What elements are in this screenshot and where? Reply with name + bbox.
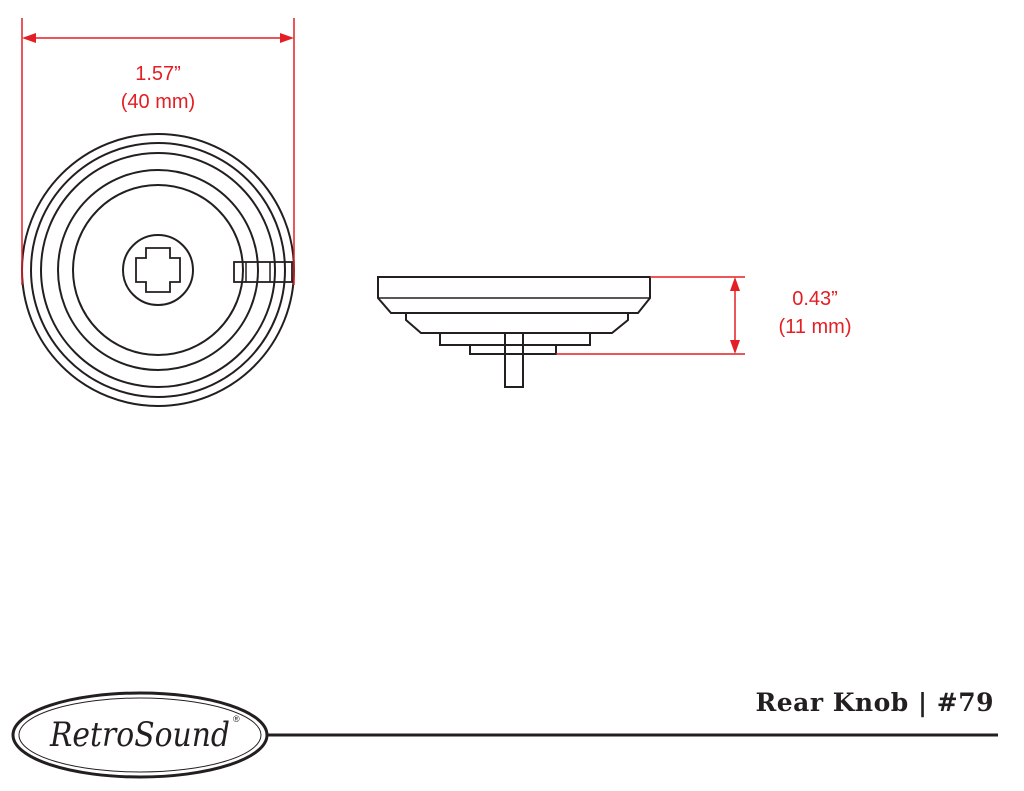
knob-front-view	[21, 133, 295, 407]
knob-side-view	[377, 276, 651, 388]
width-mm-label: (40 mm)	[121, 91, 195, 113]
width-dimension	[21, 18, 295, 285]
height-inches-label: 0.43”	[792, 288, 838, 310]
width-inches-label: 1.57”	[135, 63, 181, 85]
retrosound-logo: RetroSound ®	[11, 691, 269, 779]
logo-wordmark: RetroSound	[49, 715, 230, 755]
height-dimension	[556, 276, 745, 355]
product-title: Rear Knob | #79	[755, 688, 994, 717]
registered-mark: ®	[233, 714, 240, 724]
height-mm-label: (11 mm)	[779, 316, 852, 338]
